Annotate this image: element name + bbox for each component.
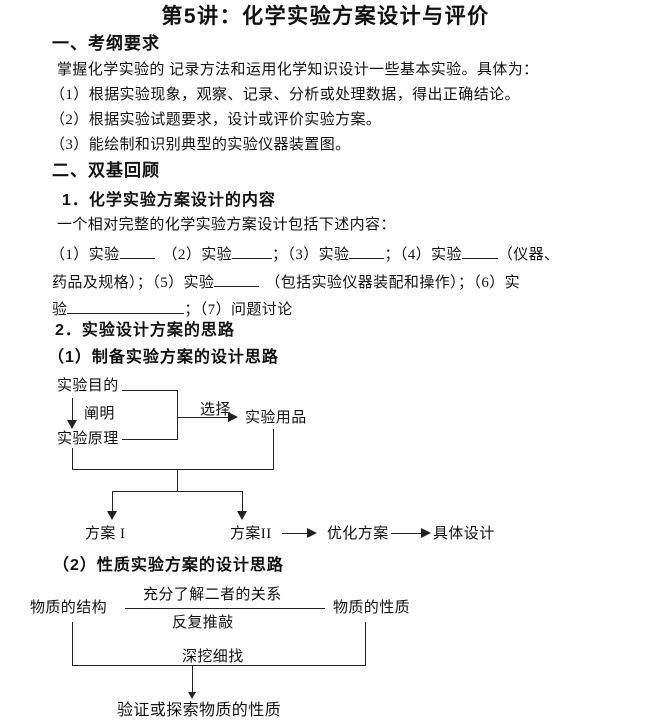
heading-prep-approach: （1）制备实验方案的设计思路	[48, 349, 279, 366]
connector-line	[112, 491, 243, 492]
connector-line	[72, 469, 274, 470]
fill-blank-line-1: （1）实验 （2）实验 ；（3）实验 ；（4）实验 （仪器、	[50, 243, 559, 265]
connector-line	[122, 390, 177, 391]
connector-line	[72, 622, 73, 665]
node-optimize-plan: 优化方案	[327, 526, 389, 542]
design-content-intro: 一个相对完整的化学实验方案设计包括下述内容：	[57, 217, 396, 233]
connector-line	[125, 608, 325, 609]
blank-field-2	[232, 243, 273, 259]
blank-field-5	[214, 271, 260, 287]
flow-label-dig-deep: 深挖细找	[182, 649, 244, 665]
flow-label-select: 选择	[200, 402, 231, 418]
connector-line	[391, 533, 422, 534]
fill-blank-line-2: 药品及规格）；（5）实验 （包括实验仪器装配和操作）；（6）实	[52, 271, 520, 293]
flow-label-understand-relation: 充分了解二者的关系	[143, 587, 282, 603]
connector-line	[122, 439, 177, 440]
exam-item-2: （2）根据实验试题要求，设计或评价实验方案。	[50, 112, 382, 128]
heading-basics-review: 二、双基回顾	[52, 161, 160, 180]
node-plan-2: 方案II	[230, 526, 272, 542]
node-experiment-principle: 实验原理	[57, 431, 119, 447]
fill-seg: ；（4）实验	[384, 247, 462, 263]
connector-line	[282, 533, 308, 534]
blank-field-6	[67, 298, 185, 314]
exam-item-3: （3）能绘制和识别典型的实验仪器装置图。	[50, 137, 351, 153]
arrow-down-icon	[67, 420, 77, 429]
connector-line	[112, 491, 113, 512]
node-substance-structure: 物质的结构	[30, 600, 108, 616]
arrow-right-icon	[307, 528, 317, 538]
connector-line	[273, 429, 274, 469]
arrow-down-icon	[188, 692, 196, 699]
heading-exam-requirements: 一、考纲要求	[52, 34, 160, 53]
connector-line	[72, 398, 73, 421]
connector-line	[365, 622, 366, 665]
page-title: 第5讲：化学实验方案设计与评价	[161, 5, 490, 28]
blank-field-4	[461, 243, 498, 259]
node-substance-property: 物质的性质	[333, 600, 411, 616]
fill-blank-line-3: 验 ；（7）问题讨论	[52, 298, 293, 320]
arrow-right-icon	[421, 528, 431, 538]
flow-label-deliberate: 反复推敲	[172, 615, 234, 631]
arrow-down-icon	[237, 511, 247, 520]
exam-intro-paragraph: 掌握化学实验的 记录方法和运用化学知识设计一些基本实验。具体为：	[57, 62, 539, 78]
flow-label-clarify: 阐明	[84, 406, 115, 422]
blank-field-1	[119, 243, 155, 259]
fill-seg: 验	[52, 302, 68, 318]
heading-property-approach: （2）性质实验方案的设计思路	[53, 557, 284, 574]
fill-seg: （1）实验	[50, 247, 120, 263]
fill-seg: ；（7）问题讨论	[184, 302, 293, 318]
connector-line	[177, 390, 178, 440]
fill-seg: （2）实验	[162, 247, 233, 263]
node-plan-1: 方案 I	[85, 526, 126, 542]
node-experiment-supplies: 实验用品	[245, 410, 307, 426]
connector-line	[192, 665, 193, 693]
connector-line	[178, 417, 228, 418]
fill-seg: 药品及规格）；（5）实验	[52, 275, 215, 291]
exam-item-1: （1）根据实验现象，观察、记录、分析或处理数据，得出正确结论。	[50, 87, 520, 103]
node-experiment-goal: 实验目的	[57, 378, 119, 394]
connector-line	[177, 469, 178, 491]
heading-design-content: 1．化学实验方案设计的内容	[62, 192, 276, 209]
connector-line	[242, 491, 243, 512]
fill-seg: （包括实验仪器装配和操作）；（6）实	[265, 275, 521, 291]
arrow-right-icon	[228, 412, 238, 422]
connector-line	[72, 665, 366, 666]
node-concrete-design: 具体设计	[433, 526, 495, 542]
blank-field-3	[349, 243, 385, 259]
fill-seg: ；（3）实验	[272, 247, 350, 263]
fill-seg: （仪器、	[497, 247, 560, 263]
heading-design-approach: 2．实验设计方案的思路	[55, 322, 235, 339]
arrow-down-icon	[107, 511, 117, 520]
connector-line	[72, 448, 73, 469]
node-verify-explore-result: 验证或探索物质的性质	[117, 702, 282, 719]
